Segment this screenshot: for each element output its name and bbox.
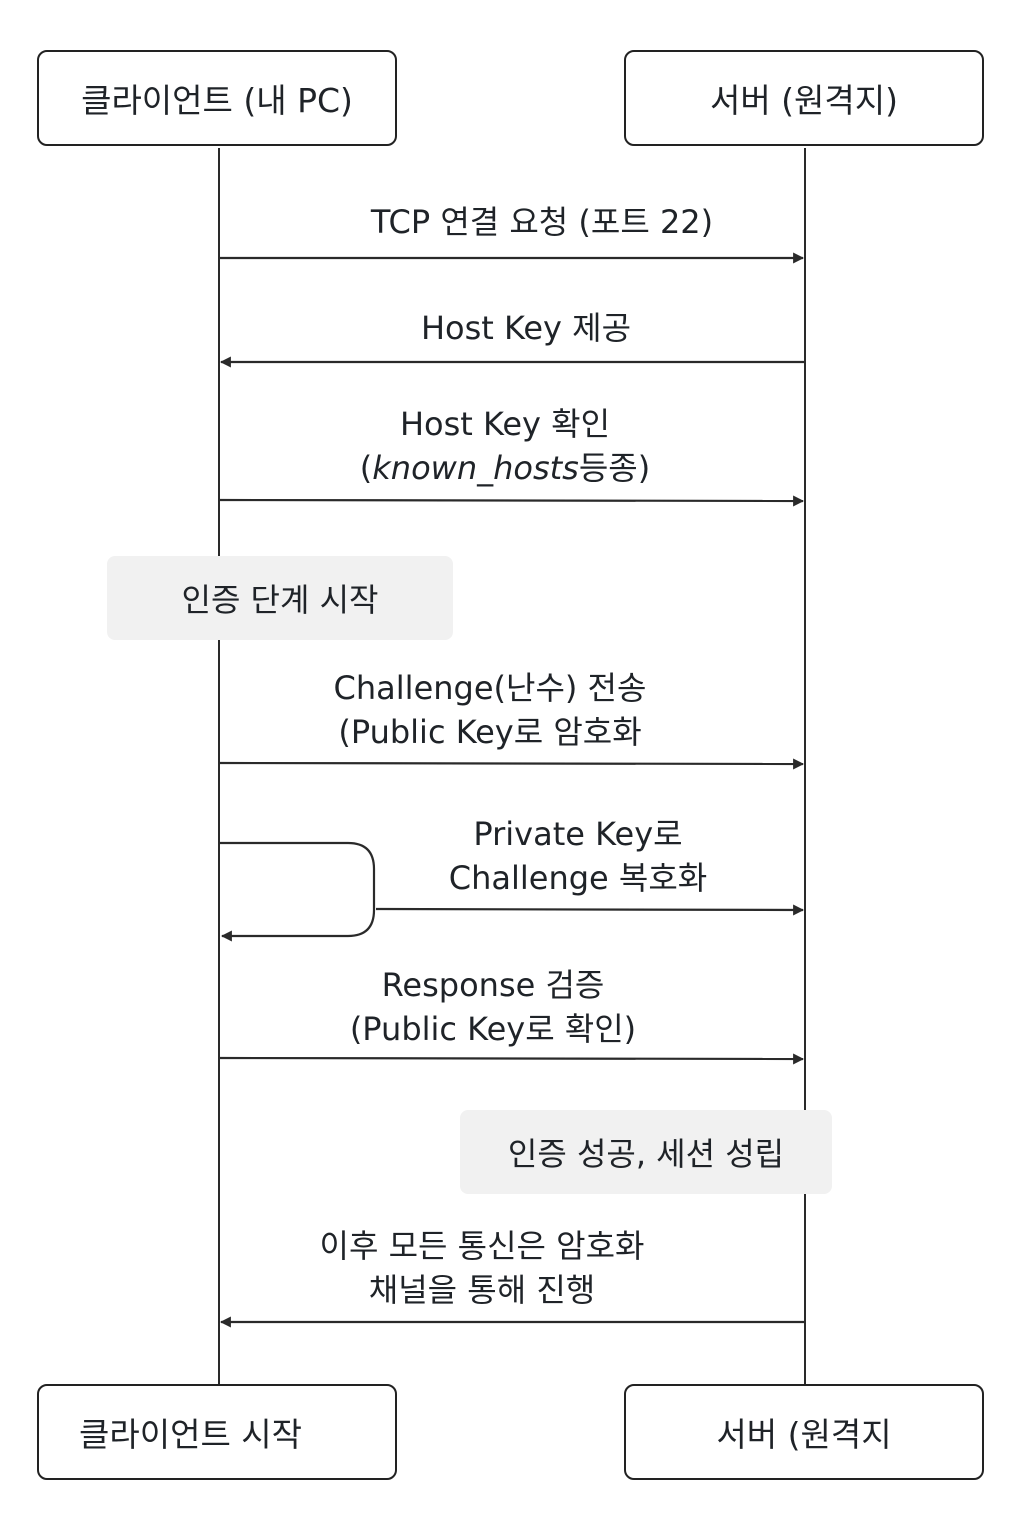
server-participant-top: 서버 (원격지): [624, 50, 984, 146]
server-lifeline: [804, 148, 806, 1384]
decrypt-arrow: [375, 904, 805, 916]
hostkey-check-arrow: [219, 495, 805, 507]
decrypt-label: Private Key로 Challenge 복호화: [448, 815, 708, 897]
encrypted-channel-label: 이후 모든 통신은 암호화 채널을 통해 진행: [319, 1227, 645, 1309]
client-participant-top-label: 클라이언트 (내 PC): [81, 81, 353, 120]
hostkey-check-label: Host Key 확인 (known_hosts등종): [359, 405, 651, 487]
response-label: Response 검증 (Public Key로 확인): [349, 966, 637, 1048]
server-participant-bottom-label: 서버 (원격지: [716, 1415, 892, 1454]
client-participant-bottom: 클라이언트 시작: [37, 1384, 397, 1480]
note-auth-success: 인증 성공, 세션 성립: [460, 1110, 832, 1194]
client-lifeline: [218, 148, 220, 1384]
response-arrow: [219, 1053, 805, 1065]
challenge-label: Challenge(난수) 전송 (Public Key로 암호화: [333, 669, 647, 751]
self-loop-arrow: [220, 841, 376, 942]
tcp-label: TCP 연결 요청 (포트 22): [370, 203, 714, 241]
hostkey-provide-label: Host Key 제공: [420, 309, 632, 347]
known-hosts-filename: known_hosts: [372, 449, 579, 487]
note-auth-start: 인증 단계 시작: [107, 556, 453, 640]
challenge-arrow: [219, 758, 805, 770]
server-participant-top-label: 서버 (원격지): [709, 81, 899, 120]
server-participant-bottom: 서버 (원격지: [624, 1384, 984, 1480]
client-participant-bottom-label: 클라이언트 시작: [79, 1415, 303, 1454]
client-participant-top: 클라이언트 (내 PC): [37, 50, 397, 146]
